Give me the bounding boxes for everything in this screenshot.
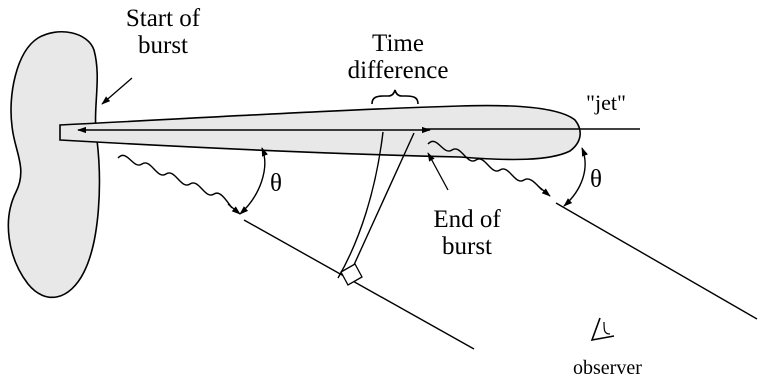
observer-label: observer (573, 357, 642, 379)
time-difference-brace (371, 89, 419, 105)
start-of-burst-pointer (101, 77, 133, 105)
start-of-burst-line-2: burst (138, 32, 188, 59)
jet-label: "jet" (586, 90, 626, 115)
time-difference-line-2: difference (347, 57, 449, 84)
time-difference-label: Time difference (318, 30, 478, 84)
source-blob (7, 30, 101, 299)
wavefront-arc (337, 131, 384, 279)
sight-line-end (555, 202, 758, 320)
end-of-burst-pointer (427, 152, 449, 191)
sight-line-start (243, 219, 475, 350)
end-of-burst-line-1: End of (433, 206, 501, 233)
theta-label-right: θ (590, 166, 602, 193)
start-of-burst-line-1: Start of (125, 5, 201, 32)
photon-path-end (427, 140, 543, 191)
photon-path-start (117, 154, 233, 209)
perpendicular-line (347, 132, 415, 279)
photon-arrow-start (227, 203, 241, 215)
theta-label-left: θ (270, 170, 282, 197)
eye-icon (590, 317, 615, 342)
jet-body (59, 104, 581, 161)
right-angle-marker (340, 263, 363, 286)
end-of-burst-line-2: burst (442, 233, 492, 260)
end-of-burst-label: End of burst (412, 206, 522, 260)
theta-arc-left (239, 147, 268, 215)
start-of-burst-label: Start of burst (108, 5, 218, 59)
photon-arrow-end (537, 185, 551, 197)
time-difference-line-1: Time (372, 30, 424, 57)
theta-arc-right (563, 147, 588, 207)
